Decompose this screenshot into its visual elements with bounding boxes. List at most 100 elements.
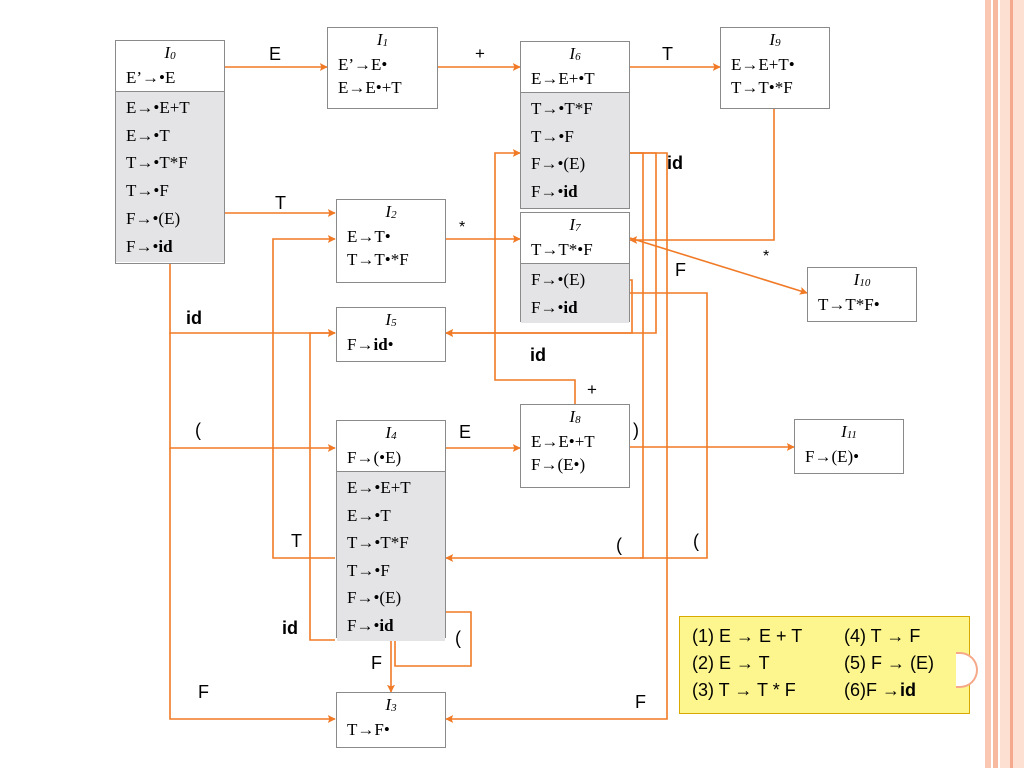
state-title: I4 [385, 423, 397, 442]
state-i6: I6 E→E+•T T→•T*F T→•F F→•(E) F→•id [520, 41, 630, 209]
grammar-row: (3) T → T * F (6)F → id [692, 677, 969, 704]
state-i4: I4 F→(•E) E→•E+T E→•T T→•T*F T→•F F→•(E)… [336, 420, 446, 641]
edge-label: F [675, 260, 686, 280]
kernel-item: F→(E)• [805, 447, 860, 466]
edge-i6-i3 [445, 152, 668, 723]
state-i0: I0 E’→•E E→•E+T E→•T T→•T*F T→•F F→•(E) … [115, 40, 225, 264]
state-title: I8 [569, 407, 581, 426]
edge-label: id [667, 153, 683, 173]
edge-label: T [291, 531, 302, 551]
closure-item: F→•id [126, 236, 173, 256]
edge-label: ) [633, 420, 639, 440]
state-title: I5 [385, 310, 397, 329]
edge-label: + [587, 380, 597, 399]
edge-label: T [662, 44, 673, 64]
kernel-item: E→E+•T [531, 69, 595, 88]
kernel-item: E→E+T• [731, 55, 795, 74]
state-title: I2 [385, 202, 397, 221]
state-title: I3 [385, 695, 397, 714]
edge-label: ( [455, 628, 461, 648]
edge-i0-i3 [169, 448, 336, 723]
edge-label: F [371, 653, 382, 673]
decorative-stripe [993, 0, 998, 768]
closure-item: F→•id [531, 182, 578, 202]
edge-i9-i7 [629, 109, 775, 244]
edge-label: F [198, 682, 209, 702]
closure-item: F→•(E) [531, 270, 586, 289]
kernel-item: T→T•*F [731, 78, 793, 97]
grammar-row: (1) E → E + T(4) T → F [692, 623, 969, 650]
edge-label: id [282, 618, 298, 638]
kernel-item: T→F• [347, 720, 390, 739]
grammar-rule: (1) E → E + T [692, 626, 803, 646]
kernel-item: E→E•+T [338, 78, 402, 97]
kernel-item: E→T• [347, 227, 391, 246]
edge-label: T [275, 193, 286, 213]
edge-i4-i2 [272, 235, 336, 559]
edge-label: E [269, 44, 282, 64]
edge-label: ( [693, 531, 699, 551]
closure-item: E→•T [126, 125, 170, 145]
closure-item: F→•(E) [126, 208, 181, 228]
state-i11: I11 F→(E)• [794, 419, 904, 474]
edge-i8-i6 [494, 149, 576, 404]
kernel-item: T→T*F• [818, 295, 880, 314]
decorative-stripe [1010, 0, 1013, 768]
closure-item: E→•T [347, 505, 391, 525]
closure-item: T→•F [347, 560, 390, 580]
closure-item: T→•F [531, 126, 574, 146]
edge-label: E [459, 422, 472, 442]
grammar-rule: (3) T → T * F [692, 680, 796, 700]
closure-item: F→•(E) [531, 154, 586, 174]
grammar-rule: (2) E → T [692, 653, 770, 673]
edge-label: id [186, 308, 202, 328]
state-title: I6 [569, 44, 581, 63]
kernel-item: E→E•+T [531, 432, 595, 451]
kernel-item: F→(•E) [347, 448, 402, 467]
grammar-rules-box: (1) E → E + T(4) T → F (2) E → T(5) F → … [679, 616, 970, 714]
state-i10: I10 T→T*F• [807, 267, 917, 322]
kernel-item: E’→•E [126, 68, 176, 87]
state-i5: I5 F→id• [336, 307, 446, 362]
edge-label: ( [616, 535, 622, 555]
state-title: I0 [164, 43, 176, 62]
kernel-item: E’→E• [338, 55, 388, 74]
edge-label: F [635, 692, 646, 712]
kernel-item: F→id• [347, 335, 394, 354]
closure-item: F→•(E) [347, 588, 402, 607]
decorative-stripe [985, 0, 991, 768]
state-i3: I3 T→F• [336, 692, 446, 748]
state-i2: I2 E→T• T→T•*F [336, 199, 446, 283]
kernel-item: T→T*•F [531, 240, 593, 259]
closure-item: T→•T*F [531, 99, 593, 118]
closure-item: F→•id [347, 615, 394, 635]
closure-item: T→•T*F [126, 153, 188, 173]
state-title: I1 [376, 30, 389, 49]
edge-i4-i5 [309, 329, 336, 641]
edge-label: id [530, 345, 546, 365]
state-i8: I8 E→E•+T F→(E•) [520, 404, 630, 488]
closure-item: T→•F [126, 181, 169, 201]
state-title: I7 [569, 215, 581, 234]
closure-item: F→•id [531, 297, 578, 317]
kernel-item: F→(E•) [531, 455, 586, 474]
state-i7: I7 T→T*•F F→•(E) F→•id [520, 212, 630, 324]
state-title: I11 [841, 422, 857, 441]
edge-label: + [475, 44, 485, 63]
state-i1: I1 E’→E• E→E•+T [327, 27, 438, 109]
edge-i7-i10 [629, 237, 808, 295]
state-i9: I9 E→E+T• T→T•*F [720, 27, 830, 109]
kernel-item: T→T•*F [347, 250, 409, 269]
edge-label: ( [195, 420, 201, 440]
edge-i7-i4 [630, 292, 708, 559]
state-title: I9 [769, 30, 781, 49]
grammar-row: (2) E → T(5) F → (E) [692, 650, 969, 677]
state-title: I10 [853, 270, 871, 289]
closure-item: E→•E+T [347, 478, 411, 497]
grammar-rule: (6)F → id [844, 680, 916, 700]
closure-item: E→•E+T [126, 98, 190, 117]
edge-i7-i5 [445, 279, 633, 337]
edge-label: * [459, 219, 466, 236]
closure-item: T→•T*F [347, 533, 409, 552]
edge-label: * [763, 248, 770, 265]
